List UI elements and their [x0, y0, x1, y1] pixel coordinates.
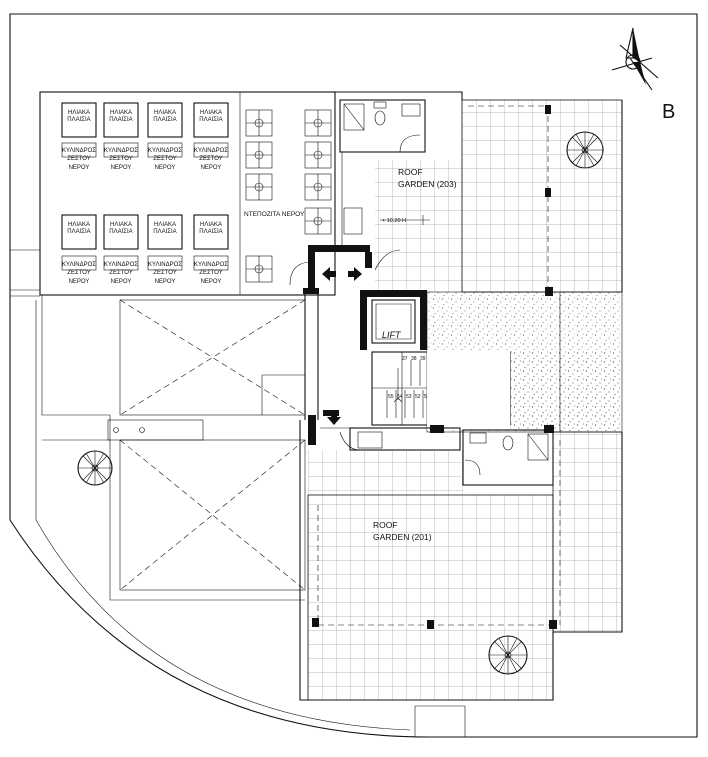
- svg-text:ΗΛΙΑΚΑ: ΗΛΙΑΚΑ: [200, 110, 222, 116]
- water-heater: ΚΥΛΙΝΔΡΟΣ ΖΕΣΤΟΥ ΝΕΡΟΥ: [61, 255, 97, 285]
- svg-text:ΠΛΑΙΣΙΑ: ΠΛΑΙΣΙΑ: [67, 229, 90, 235]
- svg-text:ΠΛΑΙΣΙΑ: ΠΛΑΙΣΙΑ: [153, 229, 176, 235]
- svg-text:ΚΥΛΙΝΔΡΟΣ: ΚΥΛΙΝΔΡΟΣ: [104, 262, 138, 268]
- svg-text:ΗΛΙΑΚΑ: ΗΛΙΑΚΑ: [200, 222, 222, 228]
- svg-text:39: 39: [420, 356, 426, 362]
- spiral-stair-left: [77, 450, 113, 486]
- svg-text:ΚΥΛΙΝΔΡΟΣ: ΚΥΛΙΝΔΡΟΣ: [148, 148, 182, 154]
- svg-text:ΗΛΙΑΚΑ: ΗΛΙΑΚΑ: [68, 110, 90, 116]
- water-heater: ΚΥΛΙΝΔΡΟΣ ΖΕΣΤΟΥ ΝΕΡΟΥ: [193, 142, 229, 171]
- svg-text:ΚΥΛΙΝΔΡΟΣ: ΚΥΛΙΝΔΡΟΣ: [148, 262, 182, 268]
- svg-text:ΖΕΣΤΟΥ: ΖΕΣΤΟΥ: [67, 270, 90, 276]
- arrow-right-icon: [348, 267, 362, 281]
- roof-garden-203-label: ROOF: [398, 167, 423, 177]
- svg-text:ΖΕΣΤΟΥ: ΖΕΣΤΟΥ: [153, 270, 176, 276]
- svg-text:ΗΛΙΑΚΑ: ΗΛΙΑΚΑ: [68, 222, 90, 228]
- svg-text:ΝΕΡΟΥ: ΝΕΡΟΥ: [155, 165, 176, 171]
- water-tanks-label: ΝΤΕΠΟΖΙΤΑ ΝΕΡΟΥ: [244, 211, 305, 218]
- svg-text:ΝΕΡΟΥ: ΝΕΡΟΥ: [69, 279, 90, 285]
- svg-text:ΚΥΛΙΝΔΡΟΣ: ΚΥΛΙΝΔΡΟΣ: [62, 262, 96, 268]
- water-tank: [245, 173, 273, 201]
- roof-garden-203-label-2: GARDEN (203): [398, 179, 457, 189]
- svg-text:ΝΕΡΟΥ: ΝΕΡΟΥ: [201, 279, 222, 285]
- water-heater: ΚΥΛΙΝΔΡΟΣ ΖΕΣΤΟΥ ΝΕΡΟΥ: [147, 255, 183, 285]
- north-arrow-icon: [611, 27, 659, 91]
- water-heater: ΚΥΛΙΝΔΡΟΣ ΖΕΣΤΟΥ ΝΕΡΟΥ: [147, 142, 183, 171]
- svg-text:52: 52: [415, 394, 421, 400]
- svg-text:ΗΛΙΑΚΑ: ΗΛΙΑΚΑ: [154, 222, 176, 228]
- svg-text:53: 53: [406, 394, 412, 400]
- plot-boundary: [9, 13, 698, 738]
- water-heaters-row-2: ΚΥΛΙΝΔΡΟΣ ΖΕΣΤΟΥ ΝΕΡΟΥ ΚΥΛΙΝΔΡΟΣ ΖΕΣΤΟΥ ΝΕΡΟ…: [61, 255, 229, 285]
- svg-text:ΗΛΙΑΚΑ: ΗΛΙΑΚΑ: [154, 110, 176, 116]
- svg-text:ΠΛΑΙΣΙΑ: ΠΛΑΙΣΙΑ: [153, 117, 176, 123]
- lift-label: LIFT: [382, 330, 402, 340]
- svg-text:ΠΛΑΙΣΙΑ: ΠΛΑΙΣΙΑ: [199, 229, 222, 235]
- svg-text:ΚΥΛΙΝΔΡΟΣ: ΚΥΛΙΝΔΡΟΣ: [62, 148, 96, 154]
- svg-text:55: 55: [388, 394, 394, 400]
- water-heater: ΚΥΛΙΝΔΡΟΣ ΖΕΣΤΟΥ ΝΕΡΟΥ: [61, 142, 97, 171]
- svg-text:ΚΥΛΙΝΔΡΟΣ: ΚΥΛΙΝΔΡΟΣ: [194, 148, 228, 154]
- roof-garden-201-label: ROOF: [373, 520, 398, 530]
- svg-text:ΠΛΑΙΣΙΑ: ΠΛΑΙΣΙΑ: [109, 229, 132, 235]
- svg-text:38: 38: [411, 356, 417, 362]
- water-tank: [245, 109, 273, 137]
- svg-text:ΖΕΣΤΟΥ: ΖΕΣΤΟΥ: [153, 156, 176, 162]
- north-label: B: [662, 101, 675, 123]
- svg-text:ΖΕΣΤΟΥ: ΖΕΣΤΟΥ: [67, 156, 90, 162]
- water-tank: [245, 141, 273, 169]
- upper-toilet-block: [339, 99, 426, 153]
- roof-garden-201-label-2: GARDEN (201): [373, 532, 432, 542]
- water-heater: ΚΥΛΙΝΔΡΟΣ ΖΕΣΤΟΥ ΝΕΡΟΥ: [103, 142, 139, 171]
- void-lower-left: [119, 439, 306, 591]
- svg-text:ΖΕΣΤΟΥ: ΖΕΣΤΟΥ: [199, 270, 222, 276]
- void-upper-left: [119, 299, 306, 416]
- roof-garden-203: [335, 91, 623, 293]
- svg-text:ΚΥΛΙΝΔΡΟΣ: ΚΥΛΙΝΔΡΟΣ: [104, 148, 138, 154]
- svg-text:ΠΛΑΙΣΙΑ: ΠΛΑΙΣΙΑ: [109, 117, 132, 123]
- water-tank: [245, 255, 273, 283]
- svg-text:ΝΕΡΟΥ: ΝΕΡΟΥ: [201, 165, 222, 171]
- water-tanks: [245, 109, 332, 283]
- water-tank: [304, 109, 332, 137]
- svg-text:ΝΕΡΟΥ: ΝΕΡΟΥ: [111, 165, 132, 171]
- plot-inner-boundary: [35, 300, 411, 731]
- svg-text:37: 37: [402, 356, 408, 362]
- svg-text:ΝΕΡΟΥ: ΝΕΡΟΥ: [111, 279, 132, 285]
- svg-text:ΖΕΣΤΟΥ: ΖΕΣΤΟΥ: [199, 156, 222, 162]
- svg-text:ΠΛΑΙΣΙΑ: ΠΛΑΙΣΙΑ: [199, 117, 222, 123]
- water-tank: [304, 173, 332, 201]
- svg-text:ΚΥΛΙΝΔΡΟΣ: ΚΥΛΙΝΔΡΟΣ: [194, 262, 228, 268]
- water-heaters-row-1: ΚΥΛΙΝΔΡΟΣ ΖΕΣΤΟΥ ΝΕΡΟΥ ΚΥΛΙΝΔΡΟΣ ΖΕΣΤΟΥ ΝΕΡΟ…: [61, 142, 229, 171]
- kitchenette-top: [343, 207, 363, 235]
- svg-text:ΗΛΙΑΚΑ: ΗΛΙΑΚΑ: [110, 110, 132, 116]
- svg-text:ΗΛΙΑΚΑ: ΗΛΙΑΚΑ: [110, 222, 132, 228]
- water-heater: ΚΥΛΙΝΔΡΟΣ ΖΕΣΤΟΥ ΝΕΡΟΥ: [103, 255, 139, 285]
- roof-garden-201: [299, 420, 623, 701]
- svg-text:ΖΕΣΤΟΥ: ΖΕΣΤΟΥ: [109, 156, 132, 162]
- arrow-down-icon: [327, 410, 341, 425]
- svg-text:ΠΛΑΙΣΙΑ: ΠΛΑΙΣΙΑ: [67, 117, 90, 123]
- svg-text:ΖΕΣΤΟΥ: ΖΕΣΤΟΥ: [109, 270, 132, 276]
- svg-text:ΝΕΡΟΥ: ΝΕΡΟΥ: [155, 279, 176, 285]
- svg-text:54: 54: [397, 394, 403, 400]
- arrow-left-icon: [322, 267, 336, 281]
- water-heater: ΚΥΛΙΝΔΡΟΣ ΖΕΣΤΟΥ ΝΕΡΟΥ: [193, 255, 229, 285]
- svg-text:ΝΕΡΟΥ: ΝΕΡΟΥ: [69, 165, 90, 171]
- water-tank: [304, 207, 332, 235]
- water-tank: [304, 141, 332, 169]
- level-mark: + 10.20 H: [382, 218, 406, 224]
- planter-box: [107, 419, 204, 441]
